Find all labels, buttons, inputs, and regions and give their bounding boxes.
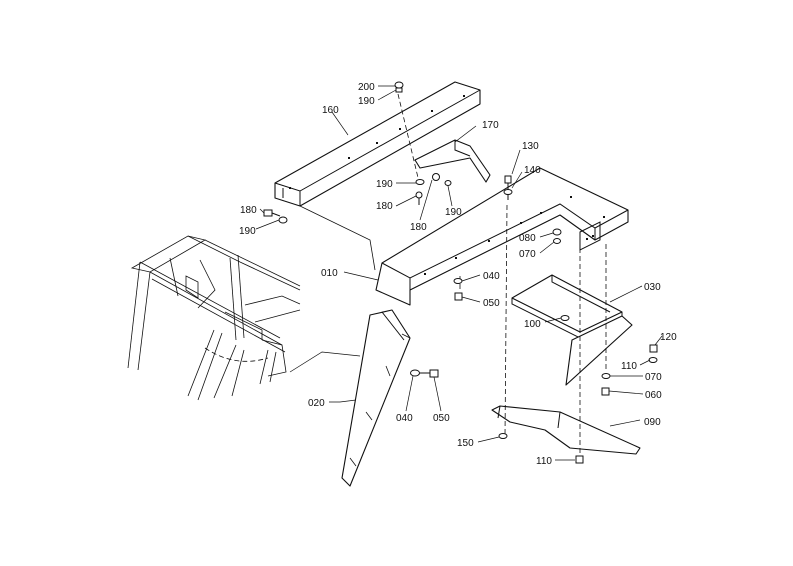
label-180-a: 180 — [376, 201, 393, 212]
label-020: 020 — [308, 398, 325, 409]
label-040-a: 040 — [483, 271, 500, 282]
label-060: 060 — [645, 390, 662, 401]
label-050-a: 050 — [483, 298, 500, 309]
label-050-b: 050 — [433, 413, 450, 424]
bracket-170 — [414, 139, 491, 183]
tractor-frame — [127, 235, 301, 401]
label-100: 100 — [524, 319, 541, 330]
panel-010 — [375, 167, 629, 306]
label-110-a: 110 — [621, 361, 637, 372]
leader-lines — [255, 85, 663, 461]
label-140: 140 — [524, 165, 541, 176]
label-130: 130 — [522, 141, 539, 152]
plate-090 — [491, 405, 641, 455]
bracket-030 — [511, 274, 633, 386]
label-120: 120 — [660, 332, 677, 343]
label-180-b: 180 — [410, 222, 427, 233]
label-070-b: 070 — [645, 372, 662, 383]
label-200: 200 — [358, 82, 375, 93]
label-180-left: 180 — [240, 205, 257, 216]
label-030: 030 — [644, 282, 661, 293]
part-labels: 200 190 160 170 130 140 190 180 190 180 … — [239, 82, 677, 467]
label-160: 160 — [322, 105, 339, 116]
panel-160 — [274, 81, 481, 271]
label-090: 090 — [644, 417, 661, 428]
label-170: 170 — [482, 120, 499, 131]
panel-020 — [341, 309, 411, 487]
label-040-b: 040 — [396, 413, 413, 424]
label-010: 010 — [321, 268, 338, 279]
label-150: 150 — [457, 438, 474, 449]
label-110-b: 110 — [536, 456, 552, 467]
label-190-b: 190 — [445, 207, 462, 218]
label-080: 080 — [519, 233, 536, 244]
label-190-a: 190 — [376, 179, 393, 190]
label-190-top: 190 — [358, 96, 375, 107]
label-190-left: 190 — [239, 226, 256, 237]
label-070-a: 070 — [519, 249, 536, 260]
